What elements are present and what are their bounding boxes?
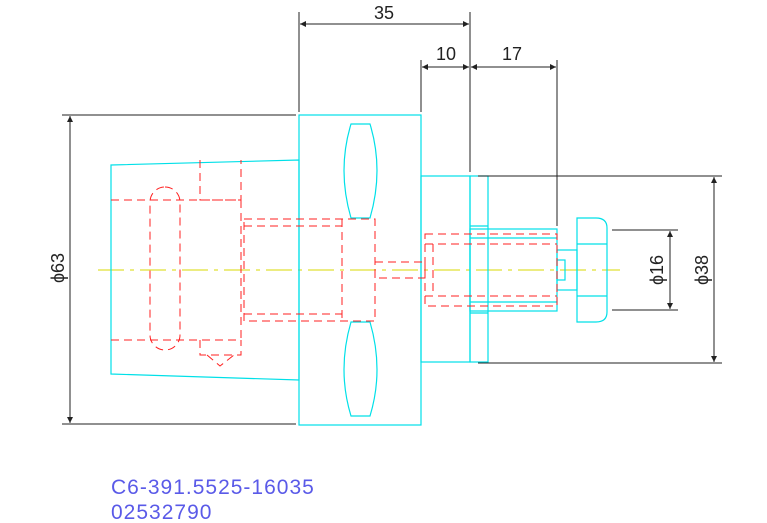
dim-text-35: 35 xyxy=(374,3,394,23)
flange xyxy=(469,175,489,363)
screw-head xyxy=(576,217,608,323)
dim-text-17: 17 xyxy=(502,44,522,64)
dim-text-phi38: ϕ38 xyxy=(692,255,712,285)
dim-text-phi16: ϕ16 xyxy=(647,255,667,285)
dim-text-phi63: ϕ63 xyxy=(48,253,68,283)
shoulder xyxy=(420,175,471,363)
drive-slot-top xyxy=(343,123,378,219)
dimension-lines xyxy=(62,12,722,425)
dim-text-10: 10 xyxy=(436,44,456,64)
part-outline xyxy=(110,114,608,426)
hidden-lines xyxy=(111,160,558,367)
order-code-caption: 02532790 xyxy=(111,501,212,523)
part-number-caption: C6-391.5525-16035 xyxy=(111,476,315,499)
drive-slot-bottom xyxy=(343,321,378,417)
